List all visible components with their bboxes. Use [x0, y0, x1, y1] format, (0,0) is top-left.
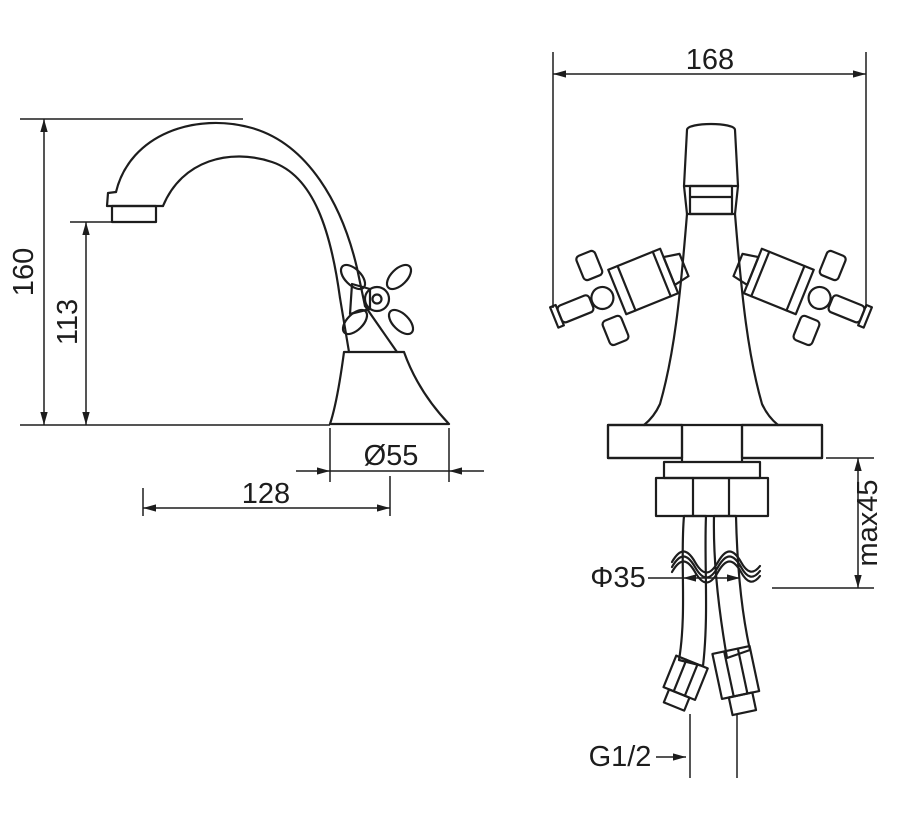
hose-left — [677, 514, 708, 668]
handle-hub-center — [371, 293, 383, 305]
spout-tip — [105, 190, 165, 208]
hose-right — [712, 514, 752, 660]
dim-label-113: 113 — [52, 299, 84, 345]
dimension-total-width: 168 — [552, 44, 867, 308]
dim-label-160: 160 — [8, 248, 40, 296]
thread-reference-lines — [689, 714, 738, 778]
body-left-profile — [642, 212, 689, 427]
dimension-hole-diameter: Φ35 — [590, 562, 740, 594]
handle-lobe-nw — [339, 263, 367, 291]
dim-label-128: 128 — [242, 478, 290, 510]
handle-lobe-se — [387, 308, 415, 336]
dimension-spout-height: 113 — [52, 221, 116, 425]
handle-left — [548, 247, 690, 347]
side-view-faucet — [105, 121, 451, 426]
break-symbol-top — [670, 550, 762, 574]
handle-hub — [363, 285, 391, 313]
handle-lobe-sw — [341, 308, 369, 336]
break-symbol-mask — [670, 555, 762, 579]
dimension-total-height: 160 — [8, 118, 330, 426]
dimension-hose-thread: G1/2 — [589, 741, 686, 773]
front-view-faucet — [642, 122, 780, 427]
handle-lobe-ne — [385, 263, 413, 291]
dimension-base-diameter: Ø55 — [296, 428, 484, 482]
dim-label-phi35: Φ35 — [590, 562, 645, 594]
dim-label-168: 168 — [686, 44, 734, 76]
spout-outer-curve — [114, 121, 367, 308]
mounting-deck — [606, 423, 824, 464]
body-right-profile — [733, 212, 780, 427]
spout-dome — [682, 122, 740, 188]
break-symbol-bottom — [670, 560, 762, 584]
spout-inner-curve — [161, 155, 342, 300]
dimension-spout-reach: 128 — [142, 476, 391, 516]
aerator-front — [688, 184, 734, 216]
hose-fitting-right — [711, 644, 761, 717]
dim-label-max45: max45 — [852, 479, 884, 566]
aerator — [110, 204, 158, 224]
handle-right — [732, 247, 874, 347]
supply-hoses — [670, 514, 762, 668]
dim-label-g12: G1/2 — [589, 741, 652, 773]
mounting-nut — [654, 460, 770, 518]
dim-label-d55: Ø55 — [364, 440, 419, 472]
base-outline — [328, 350, 451, 426]
dimension-counter-thickness: max45 — [772, 457, 884, 589]
hose-fitting-left — [662, 654, 709, 712]
